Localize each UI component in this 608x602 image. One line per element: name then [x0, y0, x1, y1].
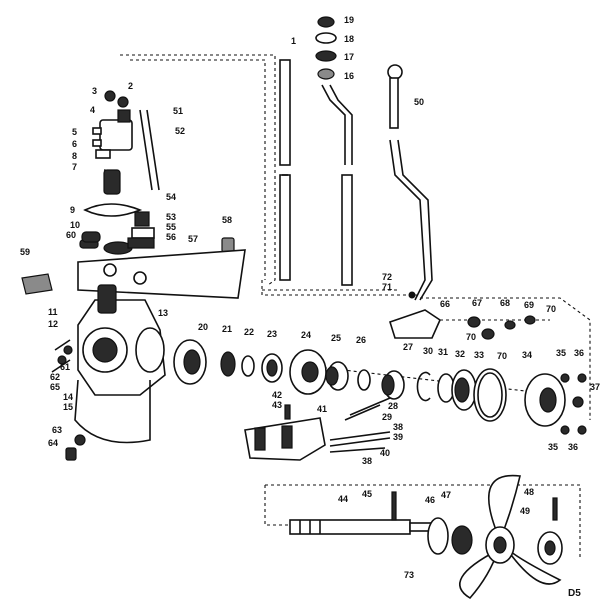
- label-8: 8: [72, 151, 77, 161]
- label-68: 68: [500, 298, 510, 308]
- label-7: 7: [72, 162, 77, 172]
- label-35b: 35: [548, 442, 558, 452]
- label-12: 12: [48, 319, 58, 329]
- label-73: 73: [404, 570, 414, 580]
- label-65: 65: [50, 382, 60, 392]
- label-40: 40: [380, 448, 390, 458]
- label-29: 29: [382, 412, 392, 422]
- driveshaft: [279, 59, 291, 281]
- shift-mechanism: [244, 397, 391, 461]
- label-70b: 70: [466, 332, 476, 342]
- label-72: 72: [382, 272, 392, 282]
- label-67: 67: [472, 298, 482, 308]
- label-6: 6: [72, 139, 77, 149]
- part-labels: 1 2 3 4 5 6 7 8 9 10 11 12 13 14 15 16 1…: [20, 15, 600, 599]
- label-50: 50: [414, 97, 424, 107]
- label-39: 39: [393, 432, 403, 442]
- label-18: 18: [344, 34, 354, 44]
- label-27: 27: [403, 342, 413, 352]
- label-30: 30: [423, 346, 433, 356]
- label-52: 52: [175, 126, 185, 136]
- label-49: 49: [520, 506, 530, 516]
- label-1: 1: [291, 36, 296, 46]
- label-15: 15: [63, 402, 73, 412]
- label-22: 22: [244, 327, 254, 337]
- label-13: 13: [158, 308, 168, 318]
- label-47: 47: [441, 490, 451, 500]
- label-5: 5: [72, 127, 77, 137]
- label-57: 57: [188, 234, 198, 244]
- label-61: 61: [60, 362, 70, 372]
- label-62: 62: [50, 372, 60, 382]
- label-51: 51: [173, 106, 183, 116]
- label-59: 59: [20, 247, 30, 257]
- label-14: 14: [63, 392, 73, 402]
- shift-link-rod: [387, 64, 433, 301]
- label-11: 11: [48, 307, 58, 317]
- label-63: 63: [52, 425, 62, 435]
- label-4: 4: [90, 105, 95, 115]
- label-28: 28: [388, 401, 398, 411]
- label-56: 56: [166, 232, 176, 242]
- label-71: 71: [382, 282, 392, 292]
- label-33: 33: [474, 350, 484, 360]
- label-60: 60: [66, 230, 76, 240]
- label-36b: 36: [568, 442, 578, 452]
- label-70a: 70: [546, 304, 556, 314]
- label-46: 46: [425, 495, 435, 505]
- label-34: 34: [522, 350, 532, 360]
- label-44: 44: [338, 494, 348, 504]
- label-70c: 70: [497, 351, 507, 361]
- label-38b: 38: [362, 456, 372, 466]
- label-42: 42: [272, 390, 282, 400]
- label-69: 69: [524, 300, 534, 310]
- label-55: 55: [166, 222, 176, 232]
- lower-unit-gearcase: [51, 284, 166, 461]
- shift-bracket: [389, 291, 536, 340]
- label-20: 20: [198, 322, 208, 332]
- label-17: 17: [344, 52, 354, 62]
- label-66: 66: [440, 299, 450, 309]
- label-41: 41: [317, 404, 327, 414]
- label-37: 37: [590, 382, 600, 392]
- shift-rod: [315, 16, 353, 286]
- label-32: 32: [455, 349, 465, 359]
- label-9: 9: [70, 205, 75, 215]
- label-23: 23: [267, 329, 277, 339]
- label-16: 16: [344, 71, 354, 81]
- label-38a: 38: [393, 422, 403, 432]
- label-10: 10: [70, 220, 80, 230]
- label-48: 48: [524, 487, 534, 497]
- label-24: 24: [301, 330, 311, 340]
- label-26: 26: [356, 335, 366, 345]
- label-53: 53: [166, 212, 176, 222]
- label-36a: 36: [574, 348, 584, 358]
- assembly-guide-lines: [120, 54, 591, 560]
- label-43: 43: [272, 400, 282, 410]
- propeller-shaft-assembly: [289, 474, 563, 600]
- label-64: 64: [48, 438, 58, 448]
- gear-train-row: [173, 339, 587, 435]
- label-45: 45: [362, 489, 372, 499]
- label-19: 19: [344, 15, 354, 25]
- pump-housing-cluster: [21, 90, 246, 299]
- label-21: 21: [222, 324, 232, 334]
- label-54: 54: [166, 192, 176, 202]
- label-58: 58: [222, 215, 232, 225]
- label-2: 2: [128, 81, 133, 91]
- label-35a: 35: [556, 348, 566, 358]
- label-31: 31: [438, 347, 448, 357]
- label-3: 3: [92, 86, 97, 96]
- label-25: 25: [331, 333, 341, 343]
- diagram-code: D5: [568, 588, 581, 599]
